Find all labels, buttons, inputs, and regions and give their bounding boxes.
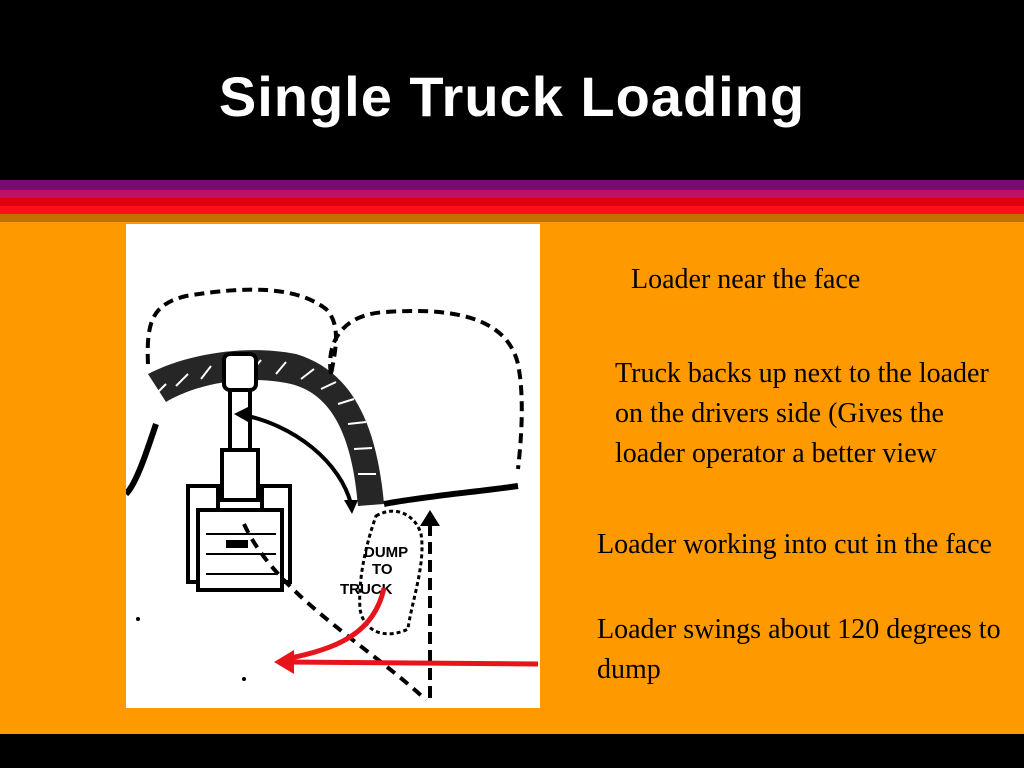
face-outline-right [328, 308, 524, 470]
decorative-stripe-bright-red [0, 206, 1024, 214]
red-exit-line [285, 659, 539, 667]
red-arrowhead [274, 650, 294, 674]
bullet-loader-near-face: Loader near the face [631, 264, 861, 295]
bottom-band [0, 734, 1024, 768]
muck-pile [148, 350, 384, 506]
truck-approach-arrowhead [420, 510, 440, 526]
face-outline [145, 287, 338, 375]
swing-arc-arrowhead-top [234, 406, 250, 422]
truck-outline [358, 509, 424, 636]
red-swing-arrow [285, 587, 387, 662]
bullet-loader-swings: Loader swings about 120 degrees to dump [597, 614, 1001, 685]
loader-arm [220, 448, 260, 502]
bullet-loader-working-cut: Loader working into cut in the face [597, 529, 992, 560]
right-ground [383, 483, 519, 507]
title-band: Single Truck Loading [0, 0, 1024, 180]
decorative-stripe-magenta [0, 190, 1024, 198]
diagram-label-line2: TO [372, 561, 393, 578]
loader-bucket [222, 352, 258, 392]
bullet-truck-backs-up: Truck backs up next to the loader on the… [615, 358, 989, 469]
cut-line [242, 523, 428, 702]
loader-diagram: DUMP TO TRUCK [126, 224, 540, 708]
loader-body [196, 508, 284, 592]
swing-arc-arrowhead-bottom [344, 500, 358, 514]
diagram-label-line1: DUMP [364, 544, 408, 561]
decorative-stripe-red [0, 198, 1024, 206]
diagram-label-line3: TRUCK [340, 581, 393, 598]
decorative-stripe-purple [0, 180, 1024, 190]
slide-title: Single Truck Loading [218, 65, 806, 128]
swing-arc [237, 412, 353, 505]
left-ground-edge [126, 423, 159, 497]
decorative-stripe-brown [0, 214, 1024, 222]
